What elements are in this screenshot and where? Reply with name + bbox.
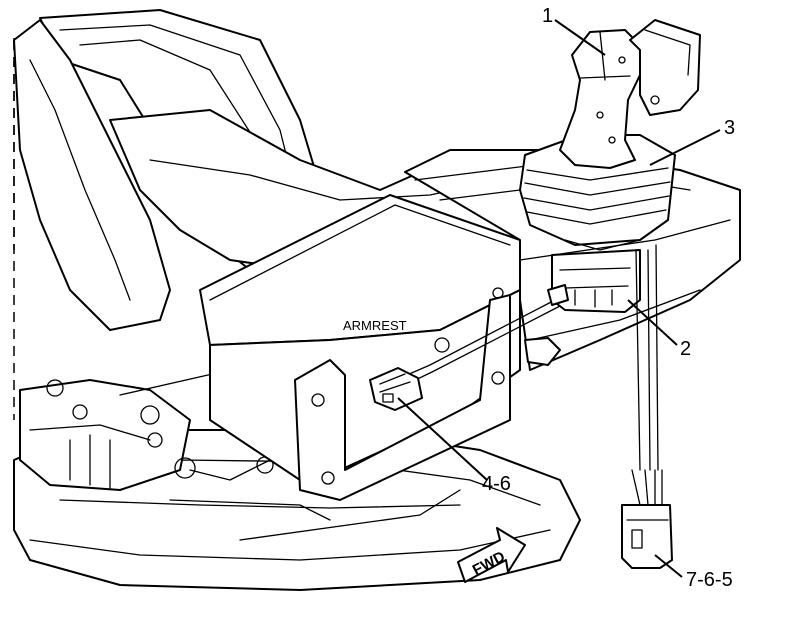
callout-1: 1: [542, 5, 553, 27]
armrest: [199, 194, 521, 501]
harness-connector: [621, 469, 673, 569]
leader-line-3: [649, 129, 721, 166]
callout-2: 2: [680, 338, 691, 360]
joystick-base: [551, 249, 641, 313]
leader-line-2: [627, 299, 678, 346]
armrest-connector: [369, 367, 423, 411]
callout-7-6-5: 7-6-5: [686, 569, 733, 591]
callout-3: 3: [724, 117, 735, 139]
joystick-boot: [519, 134, 676, 251]
callout-4-6: 4-6: [482, 473, 511, 495]
armrest-label: ARMREST: [343, 318, 407, 333]
joystick-handle: [559, 19, 701, 169]
leader-line-7-6-5: [654, 554, 683, 578]
wire-harness: [635, 244, 659, 471]
leader-line-4-6: [397, 397, 488, 481]
leader-line-1: [554, 19, 606, 56]
